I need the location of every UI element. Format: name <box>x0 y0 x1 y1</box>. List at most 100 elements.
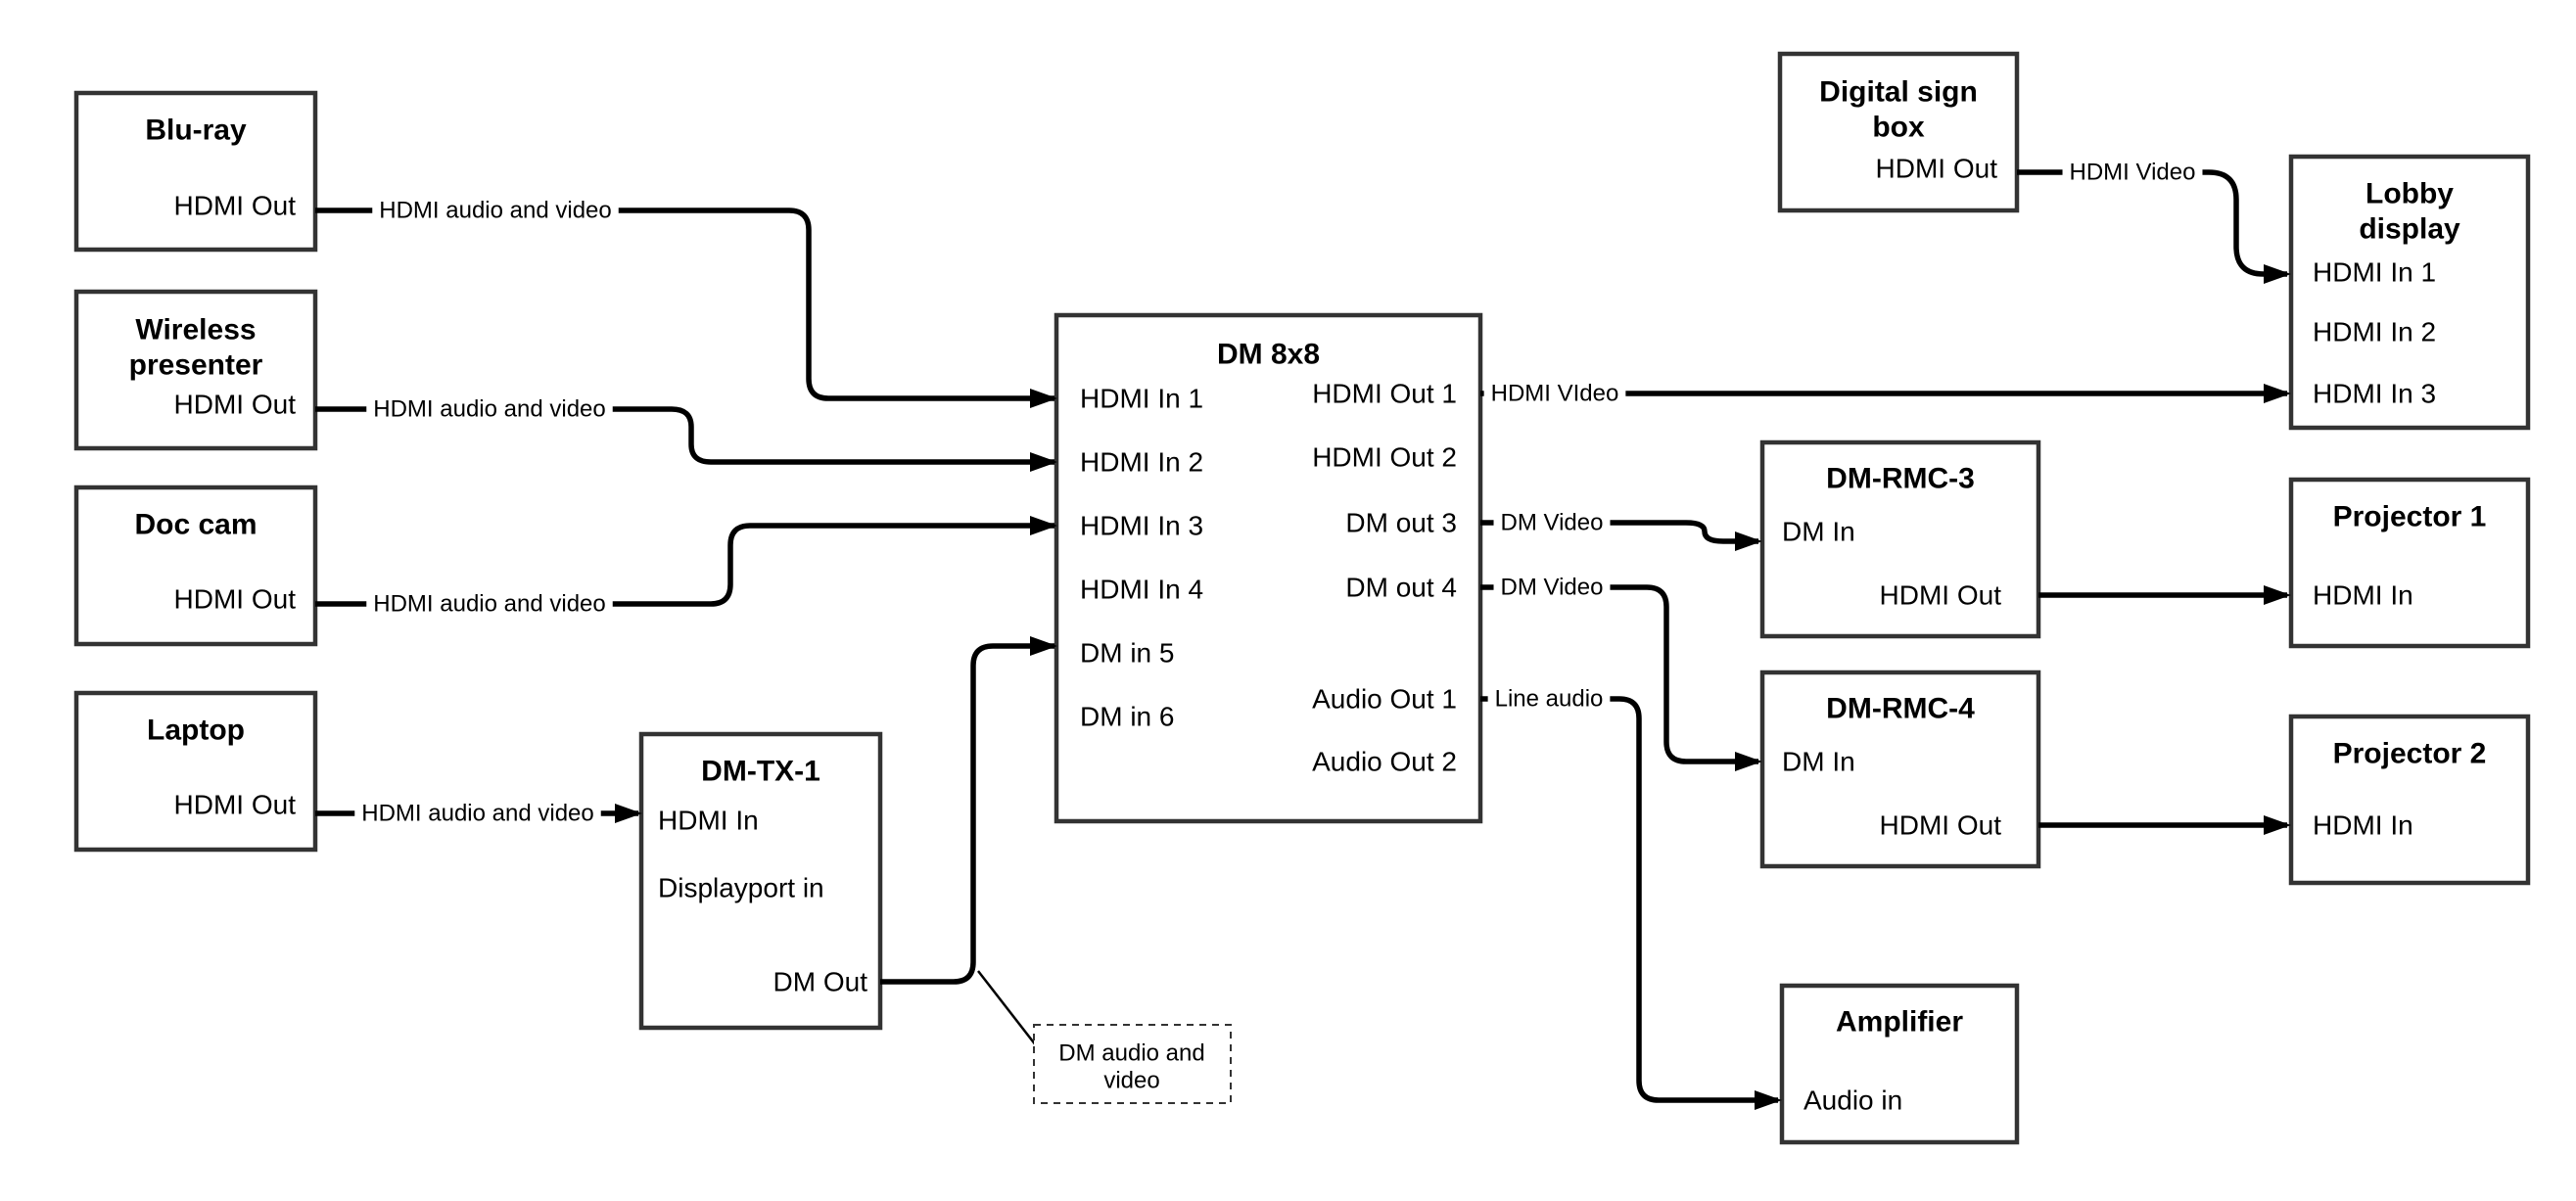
node-dm-tx-1-title-line-0: DM-TX-1 <box>701 756 820 788</box>
node-dm-8x8-port-dm-in-5: DM in 5 <box>1080 638 1174 669</box>
connection-dm8x8-out1-to-lobby-in3-label-bg <box>1483 383 1626 404</box>
connection-dm8x8-out3-to-dmrmc3-dm-in-label-group: DM Video <box>1493 510 1611 536</box>
connection-digitalsign-to-lobby-in1-arrowhead-icon <box>2264 264 2291 284</box>
connection-dm8x8-out1-to-lobby-in3-label-group: HDMI VIdeo <box>1483 381 1626 407</box>
connection-wireless-to-dm8x8-in2-label-bg <box>366 398 613 420</box>
node-lobby-display-title-line-1: display <box>2359 213 2460 246</box>
connection-dmrmc3-to-projector1-arrowhead-icon <box>2264 585 2291 605</box>
connection-dm8x8-out4-to-dmrmc4-dm-in-line <box>1480 584 1758 764</box>
node-dm-rmc-3-title-line-0: DM-RMC-3 <box>1826 463 1975 495</box>
node-dm-8x8-port-hdmi-out-1: HDMI Out 1 <box>1312 379 1457 409</box>
connection-wireless-to-dm8x8-in2 <box>315 406 1057 472</box>
node-projector-2-port-hdmi-in: HDMI In <box>2313 810 2413 841</box>
annotation-note-box <box>1033 1024 1232 1104</box>
node-dm-8x8-port-audio-out-1: Audio Out 1 <box>1312 684 1457 715</box>
node-dm-rmc-3-port-dm-in: DM In <box>1782 517 1855 547</box>
connection-wireless-to-dm8x8-in2-label-group: HDMI audio and video <box>366 396 613 423</box>
connection-dmtx1-to-dm8x8-dm-in5-arrowhead-icon <box>1030 636 1057 656</box>
connection-dmrmc3-to-projector1 <box>2038 585 2291 605</box>
node-dm-8x8-box <box>1054 312 1483 824</box>
node-dm-rmc-3-box <box>1759 439 2041 639</box>
connection-bluray-to-dm8x8-in1-label-bg <box>372 200 619 221</box>
node-doc-cam-box <box>73 485 318 647</box>
connection-doccam-to-dm8x8-in3-label: HDMI audio and video <box>373 591 605 618</box>
node-dm-8x8-port-audio-out-2: Audio Out 2 <box>1312 747 1457 777</box>
node-digital-sign-box-title-line-1: box <box>1872 112 1925 144</box>
node-dm-8x8-port-hdmi-in-2: HDMI In 2 <box>1080 447 1203 478</box>
node-wireless-presenter-title-line-0: Wireless <box>135 314 256 346</box>
node-digital-sign-box-port-hdmi-out: HDMI Out <box>1876 154 1998 184</box>
node-amplifier-title-line-0: Amplifier <box>1836 1006 1963 1039</box>
annotation-note-text-line-0: DM audio and <box>1058 1040 1204 1067</box>
node-wireless-presenter-box <box>73 289 318 451</box>
connection-dm8x8-out4-to-dmrmc4-dm-in-arrowhead-icon <box>1735 752 1762 771</box>
node-laptop-port-hdmi-out: HDMI Out <box>174 790 297 820</box>
node-lobby-display-title-line-0: Lobby <box>2365 178 2454 210</box>
connection-digitalsign-to-lobby-in1-label-bg <box>2062 162 2203 183</box>
connection-dmtx1-to-dm8x8-dm-in5 <box>880 636 1057 985</box>
connection-dm8x8-out4-to-dmrmc4-dm-in-label: DM Video <box>1501 575 1604 601</box>
connection-dmtx1-to-dm8x8-dm-in5-line <box>880 643 1054 985</box>
node-dm-tx-1-port-dm-out: DM Out <box>773 967 868 997</box>
node-doc-cam-port-hdmi-out: HDMI Out <box>174 584 297 615</box>
connection-dm8x8-audioout1-to-amplifier-label-bg <box>1487 688 1611 710</box>
node-doc-cam-title-line-0: Doc cam <box>134 509 257 541</box>
node-projector-1: Projector 1 HDMI In <box>2288 477 2531 649</box>
node-dm-8x8-port-dm-out-4: DM out 4 <box>1345 573 1457 603</box>
node-projector-2-title-line-0: Projector 2 <box>2333 738 2487 770</box>
node-dm-rmc-3: DM-RMC-3 DM In HDMI Out <box>1759 439 2041 639</box>
connection-dm8x8-out3-to-dmrmc3-dm-in-label-bg <box>1493 512 1611 533</box>
connection-dm8x8-out3-to-dmrmc3-dm-in-arrowhead-icon <box>1735 531 1762 551</box>
node-dm-8x8-port-hdmi-in-1: HDMI In 1 <box>1080 384 1203 414</box>
connection-doccam-to-dm8x8-in3-line <box>315 523 1054 607</box>
node-laptop-title-line-0: Laptop <box>147 715 245 747</box>
connection-digitalsign-to-lobby-in1 <box>2017 169 2291 284</box>
connection-bluray-to-dm8x8-in1-label: HDMI audio and video <box>379 198 611 224</box>
connection-dm8x8-out1-to-lobby-in3-label: HDMI VIdeo <box>1491 381 1619 407</box>
connection-dm8x8-audioout1-to-amplifier-label-group: Line audio <box>1487 686 1611 713</box>
connection-bluray-to-dm8x8-in1-arrowhead-icon <box>1030 389 1057 408</box>
node-projector-1-title-line-0: Projector 1 <box>2333 501 2487 533</box>
node-dm-tx-1-port-displayport-in: Displayport in <box>658 873 824 903</box>
node-amplifier-port-audio-in: Audio in <box>1803 1086 1902 1116</box>
connection-digitalsign-to-lobby-in1-label-group: HDMI Video <box>2062 160 2203 186</box>
node-dm-tx-1-box <box>638 731 883 1031</box>
connection-laptop-to-dmtx1-hdmi-in-arrowhead-icon <box>615 804 642 823</box>
node-dm-tx-1-port-hdmi-in: HDMI In <box>658 806 759 836</box>
node-dm-8x8-port-hdmi-in-3: HDMI In 3 <box>1080 511 1203 541</box>
connection-dm8x8-out3-to-dmrmc3-dm-in-label: DM Video <box>1501 510 1604 536</box>
connection-wireless-to-dm8x8-in2-arrowhead-icon <box>1030 452 1057 472</box>
connection-laptop-to-dmtx1-hdmi-in-label: HDMI audio and video <box>361 801 593 827</box>
connection-dm8x8-out4-to-dmrmc4-dm-in <box>1480 584 1762 771</box>
node-dm-8x8-port-hdmi-in-4: HDMI In 4 <box>1080 575 1203 605</box>
node-lobby-display-box <box>2288 154 2531 431</box>
connection-laptop-to-dmtx1-hdmi-in-label-bg <box>354 803 601 824</box>
annotation-leader-line <box>977 970 1037 1046</box>
node-dm-rmc-4-box <box>1759 670 2041 869</box>
connection-dm8x8-audioout1-to-amplifier-line <box>1480 696 1778 1103</box>
node-dm-rmc-4-title-line-0: DM-RMC-4 <box>1826 693 1975 725</box>
node-projector-1-port-hdmi-in: HDMI In <box>2313 580 2413 611</box>
connection-doccam-to-dm8x8-in3-label-group: HDMI audio and video <box>366 591 613 618</box>
connection-dm8x8-audioout1-to-amplifier-label: Line audio <box>1495 686 1604 713</box>
node-lobby-display-port-hdmi-in-2: HDMI In 2 <box>2313 317 2436 347</box>
node-dm-8x8-title-line-0: DM 8x8 <box>1217 339 1320 371</box>
connection-laptop-to-dmtx1-hdmi-in-label-group: HDMI audio and video <box>354 801 601 827</box>
connection-bluray-to-dm8x8-in1-line <box>315 208 1054 401</box>
node-lobby-display-port-hdmi-in-1: HDMI In 1 <box>2313 257 2436 288</box>
node-dm-8x8-port-hdmi-out-2: HDMI Out 2 <box>1312 442 1457 473</box>
connection-doccam-to-dm8x8-in3 <box>315 516 1057 607</box>
node-bluray-box <box>73 90 318 253</box>
node-dm-rmc-3-port-hdmi-out: HDMI Out <box>1880 580 2002 611</box>
connection-dm8x8-out4-to-dmrmc4-dm-in-label-bg <box>1493 577 1611 598</box>
